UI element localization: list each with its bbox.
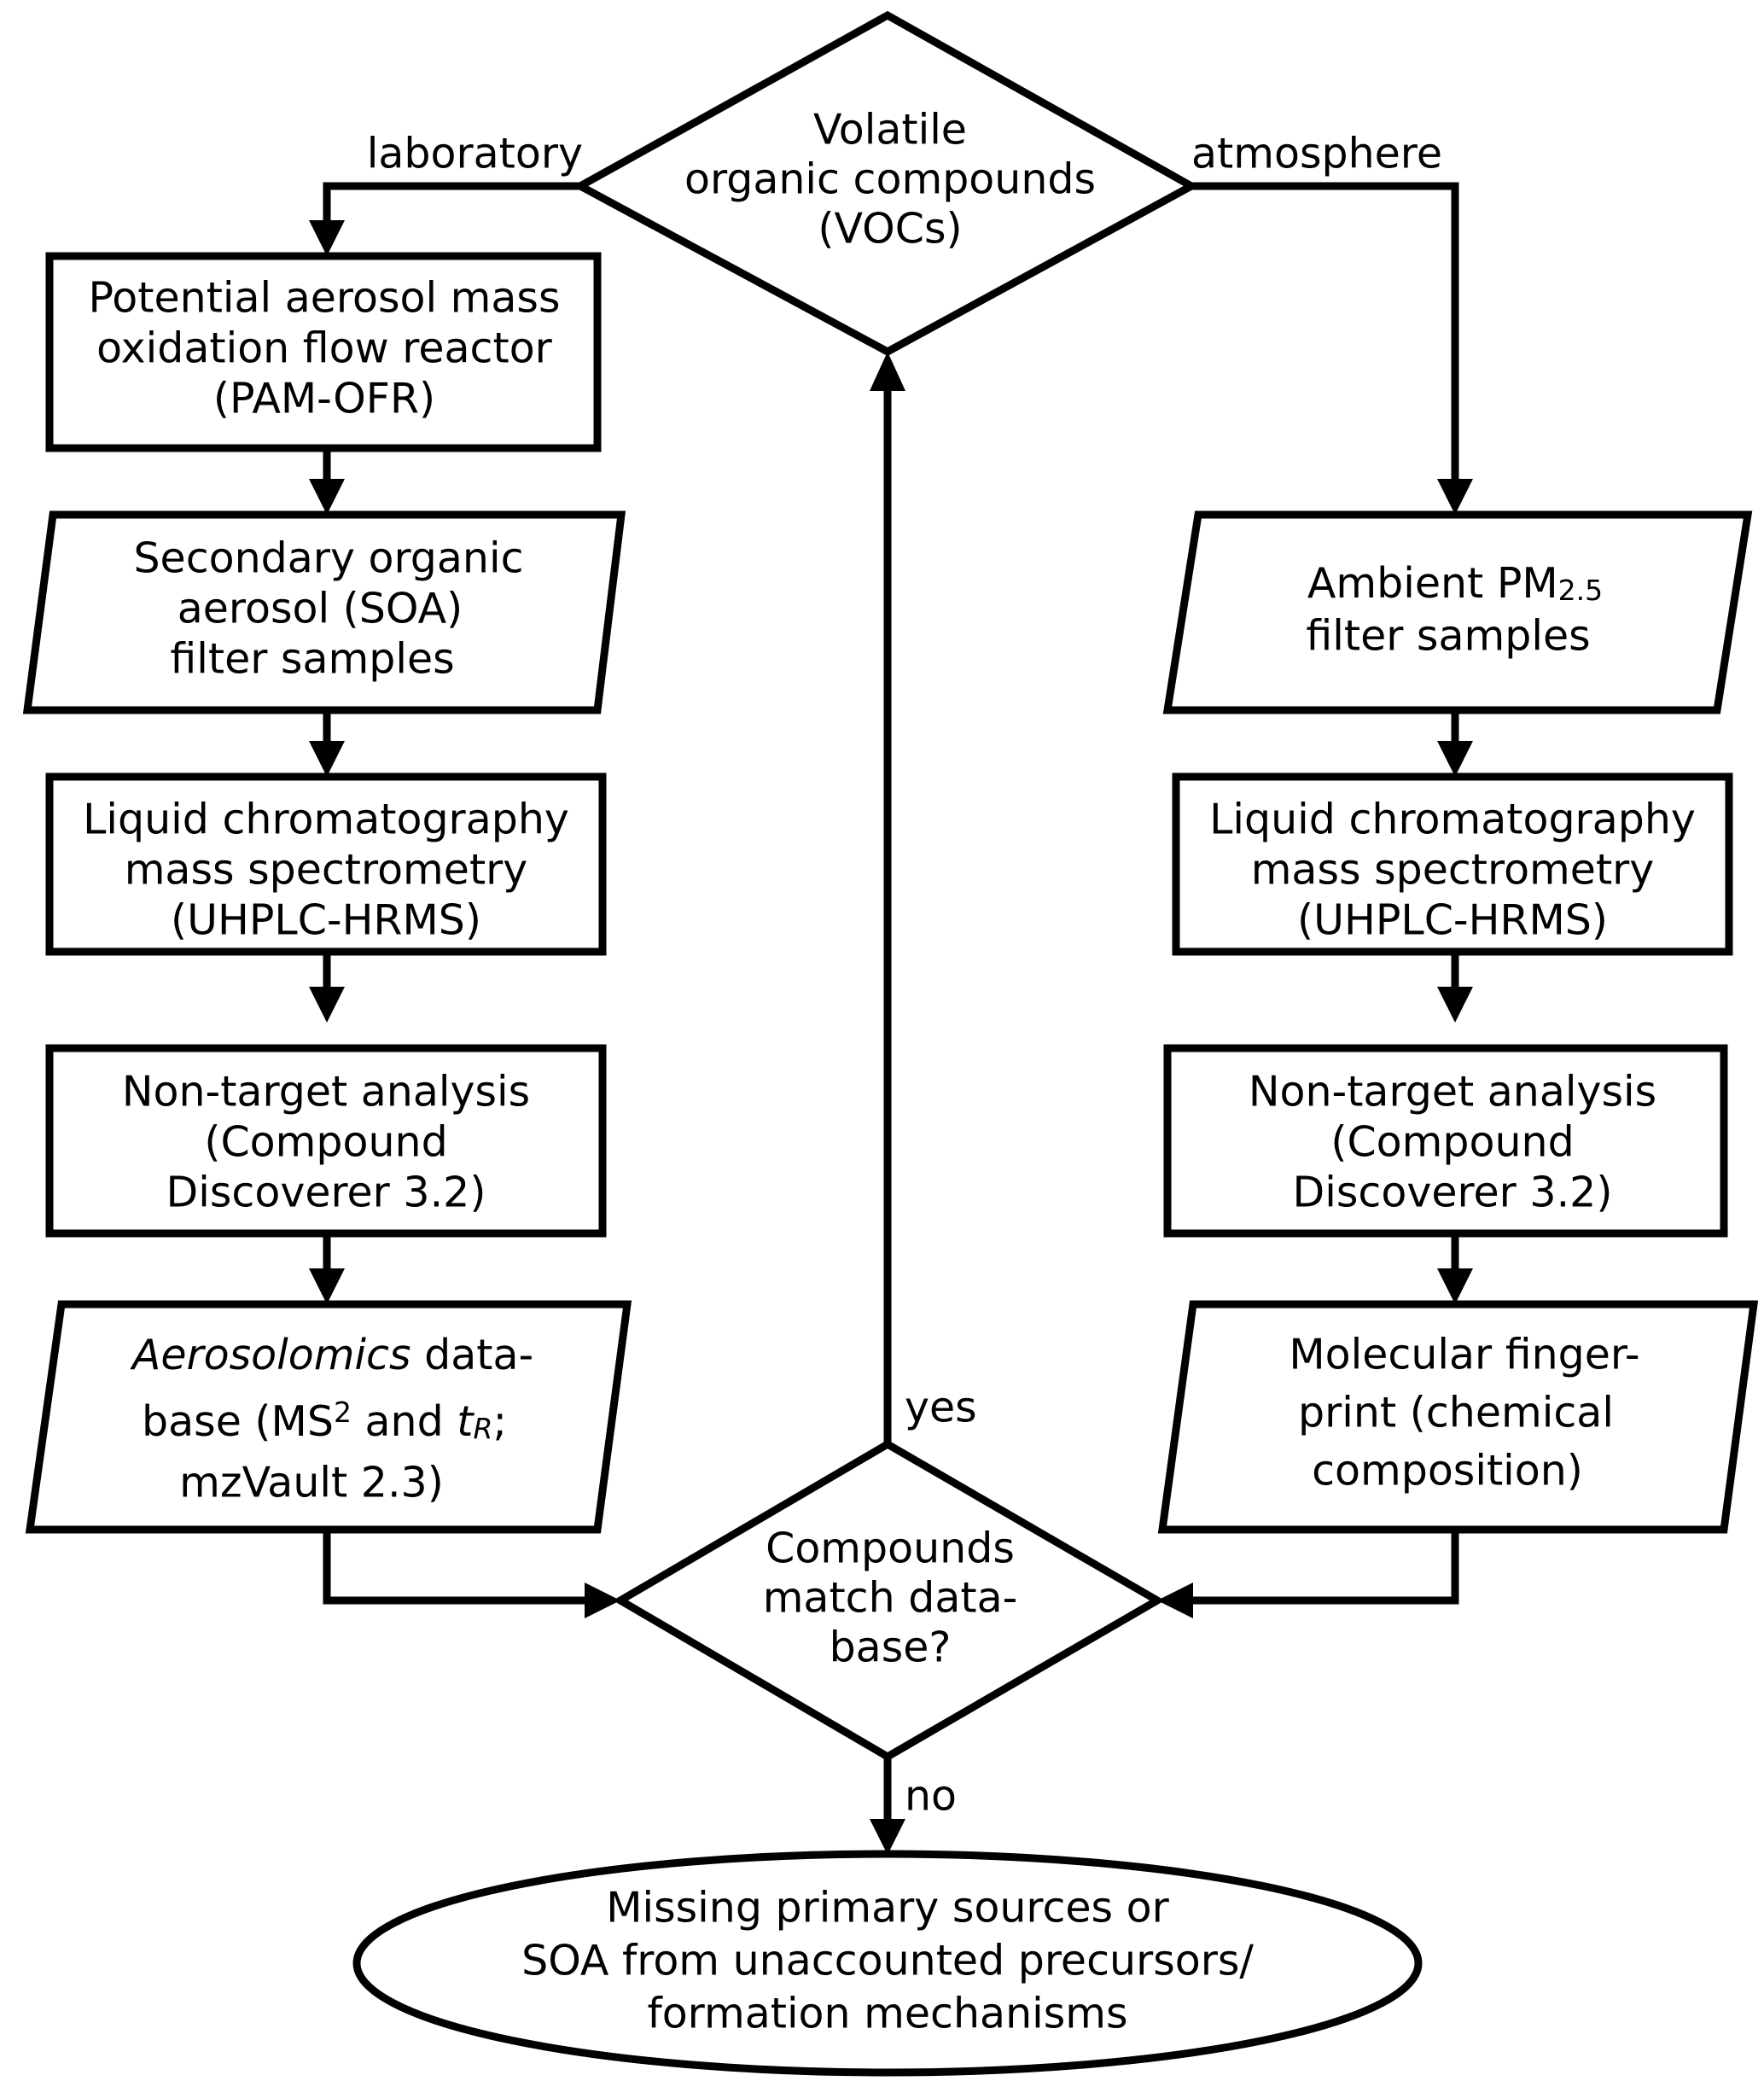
edge-voc-to-ambientpm [1191, 182, 1459, 498]
node-nta-left[interactable] [45, 1044, 607, 1238]
svg-text:(Compound: (Compound [204, 1118, 447, 1167]
svg-text:organic compounds: organic compounds [684, 155, 1096, 204]
edge-label-laboratory: laboratory [367, 130, 583, 178]
edge-db-to-match [323, 1530, 602, 1605]
node-nta-right-label: Non-target analysis (Compound Discoverer… [1249, 1068, 1656, 1217]
svg-text:Liquid chromatography: Liquid chromatography [1209, 796, 1696, 844]
node-ambient-pm25[interactable] [1162, 510, 1753, 714]
node-soa-filter-samples-label: Secondary organic aerosol (SOA) filter s… [133, 534, 523, 684]
arrowhead-fingerprint-to-match [1157, 1583, 1193, 1618]
db-italic-word: Aerosolomics [130, 1331, 411, 1379]
arrowhead-lcms-to-nta-left [309, 987, 345, 1023]
node-match-decision-label: Compounds match data- base? [763, 1524, 1018, 1672]
pm-line1-a: Ambient PM [1307, 559, 1558, 608]
node-voc-decision[interactable] [572, 10, 1200, 357]
svg-text:Liquid chromatography: Liquid chromatography [83, 796, 569, 844]
arrowhead-match-no-to-outcome [870, 1819, 905, 1855]
db-line2-subscript: R [474, 1412, 493, 1445]
svg-text:Compounds: Compounds [766, 1524, 1015, 1573]
svg-text:Potential aerosol mass: Potential aerosol mass [89, 274, 561, 323]
arrowhead-nta-to-db-left [309, 1268, 345, 1304]
pm-line1-subscript: 2.5 [1558, 574, 1603, 607]
node-soa-filter-samples[interactable] [22, 510, 626, 714]
node-outcome-ellipse[interactable] [352, 1850, 1423, 2077]
edge-label-atmosphere: atmosphere [1191, 130, 1442, 178]
svg-text:aerosol (SOA): aerosol (SOA) [178, 585, 463, 633]
db-line2-b: and [352, 1397, 457, 1446]
svg-text:Non-target analysis: Non-target analysis [122, 1068, 530, 1116]
svg-text:Molecular finger-: Molecular finger- [1289, 1331, 1639, 1379]
db-line2-c: ; [492, 1397, 507, 1446]
svg-text:Volatile: Volatile [813, 106, 967, 154]
node-aerosolomics-database[interactable] [25, 1300, 632, 1534]
svg-text:Aerosolomics data-: Aerosolomics data- [130, 1331, 533, 1379]
arrowhead-voc-to-pamofr [309, 220, 345, 256]
arrowhead-soa-to-lcms-left [309, 741, 345, 777]
node-molecular-fingerprint[interactable] [1157, 1300, 1759, 1534]
node-ambient-pm25-label: Ambient PM2.5 filter samples [1306, 559, 1603, 661]
svg-text:(VOCs): (VOCs) [818, 205, 962, 254]
svg-text:mass spectrometry: mass spectrometry [1251, 846, 1655, 895]
db-line2-superscript: 2 [334, 1396, 352, 1429]
svg-text:Discoverer 3.2): Discoverer 3.2) [1293, 1169, 1613, 1217]
svg-text:formation mechanisms: formation mechanisms [647, 1990, 1127, 2038]
node-match-decision[interactable] [613, 1439, 1165, 1762]
node-aerosolomics-database-label: Aerosolomics data- base (MS2 and tR; mzV… [130, 1331, 533, 1507]
svg-text:Ambient PM2.5: Ambient PM2.5 [1307, 559, 1603, 608]
arrowhead-pamofr-to-soa [309, 479, 345, 515]
svg-text:(Compound: (Compound [1330, 1118, 1574, 1167]
svg-text:SOA from unaccounted precursor: SOA from unaccounted precursors/ [521, 1937, 1254, 1985]
db-line1-rest: data- [411, 1331, 534, 1379]
svg-text:base?: base? [830, 1623, 952, 1672]
arrowhead-db-to-match [585, 1583, 620, 1618]
svg-text:base (MS2 and tR;: base (MS2 and tR; [142, 1396, 507, 1445]
arrowhead-lcms-to-nta-right [1437, 987, 1473, 1023]
node-lcms-right-label: Liquid chromatography mass spectrometry … [1209, 796, 1696, 945]
svg-text:print (chemical: print (chemical [1298, 1389, 1614, 1437]
edge-label-yes: yes [905, 1384, 977, 1432]
edge-label-no: no [905, 1772, 957, 1821]
node-lcms-left-label: Liquid chromatography mass spectrometry … [83, 796, 569, 945]
db-line2-a: base (MS [142, 1397, 334, 1446]
arrowhead-nta-to-fingerprint [1437, 1268, 1473, 1304]
svg-text:(PAM-OFR): (PAM-OFR) [213, 375, 435, 423]
arrowhead-voc-to-ambientpm [1437, 479, 1473, 515]
svg-text:composition): composition) [1312, 1447, 1583, 1495]
db-line2-t: t [457, 1397, 474, 1446]
node-lcms-right[interactable] [1172, 772, 1733, 956]
node-outcome-label: Missing primary sources or SOA from unac… [521, 1884, 1254, 2038]
pm-line2: filter samples [1306, 612, 1590, 661]
svg-text:(UHPLC-HRMS): (UHPLC-HRMS) [1297, 896, 1608, 945]
arrowhead-ambientpm-to-lcms-right [1437, 741, 1473, 777]
svg-text:match data-: match data- [763, 1574, 1018, 1623]
svg-text:oxidation flow reactor: oxidation flow reactor [96, 324, 553, 373]
svg-text:filter samples: filter samples [170, 635, 454, 684]
arrowhead-match-yes-to-voc [870, 352, 905, 391]
db-line3: mzVault 2.3) [179, 1459, 444, 1507]
node-lcms-left[interactable] [45, 772, 607, 956]
node-molecular-fingerprint-label: Molecular finger- print (chemical compos… [1289, 1331, 1639, 1495]
node-voc-decision-label: Volatile organic compounds (VOCs) [684, 106, 1096, 254]
node-pam-ofr-label: Potential aerosol mass oxidation flow re… [89, 274, 561, 423]
svg-text:Missing primary sources or: Missing primary sources or [606, 1884, 1169, 1932]
node-nta-right[interactable] [1163, 1044, 1728, 1238]
edge-fingerprint-to-match [1176, 1530, 1459, 1605]
svg-text:(UHPLC-HRMS): (UHPLC-HRMS) [171, 896, 481, 945]
svg-text:Secondary organic: Secondary organic [133, 534, 523, 583]
svg-text:Non-target analysis: Non-target analysis [1249, 1068, 1656, 1116]
node-nta-left-label: Non-target analysis (Compound Discoverer… [122, 1068, 530, 1217]
edge-voc-to-pamofr [323, 182, 580, 239]
svg-text:Discoverer 3.2): Discoverer 3.2) [166, 1169, 486, 1217]
node-pam-ofr[interactable] [45, 252, 602, 452]
svg-text:mass spectrometry: mass spectrometry [125, 846, 528, 895]
